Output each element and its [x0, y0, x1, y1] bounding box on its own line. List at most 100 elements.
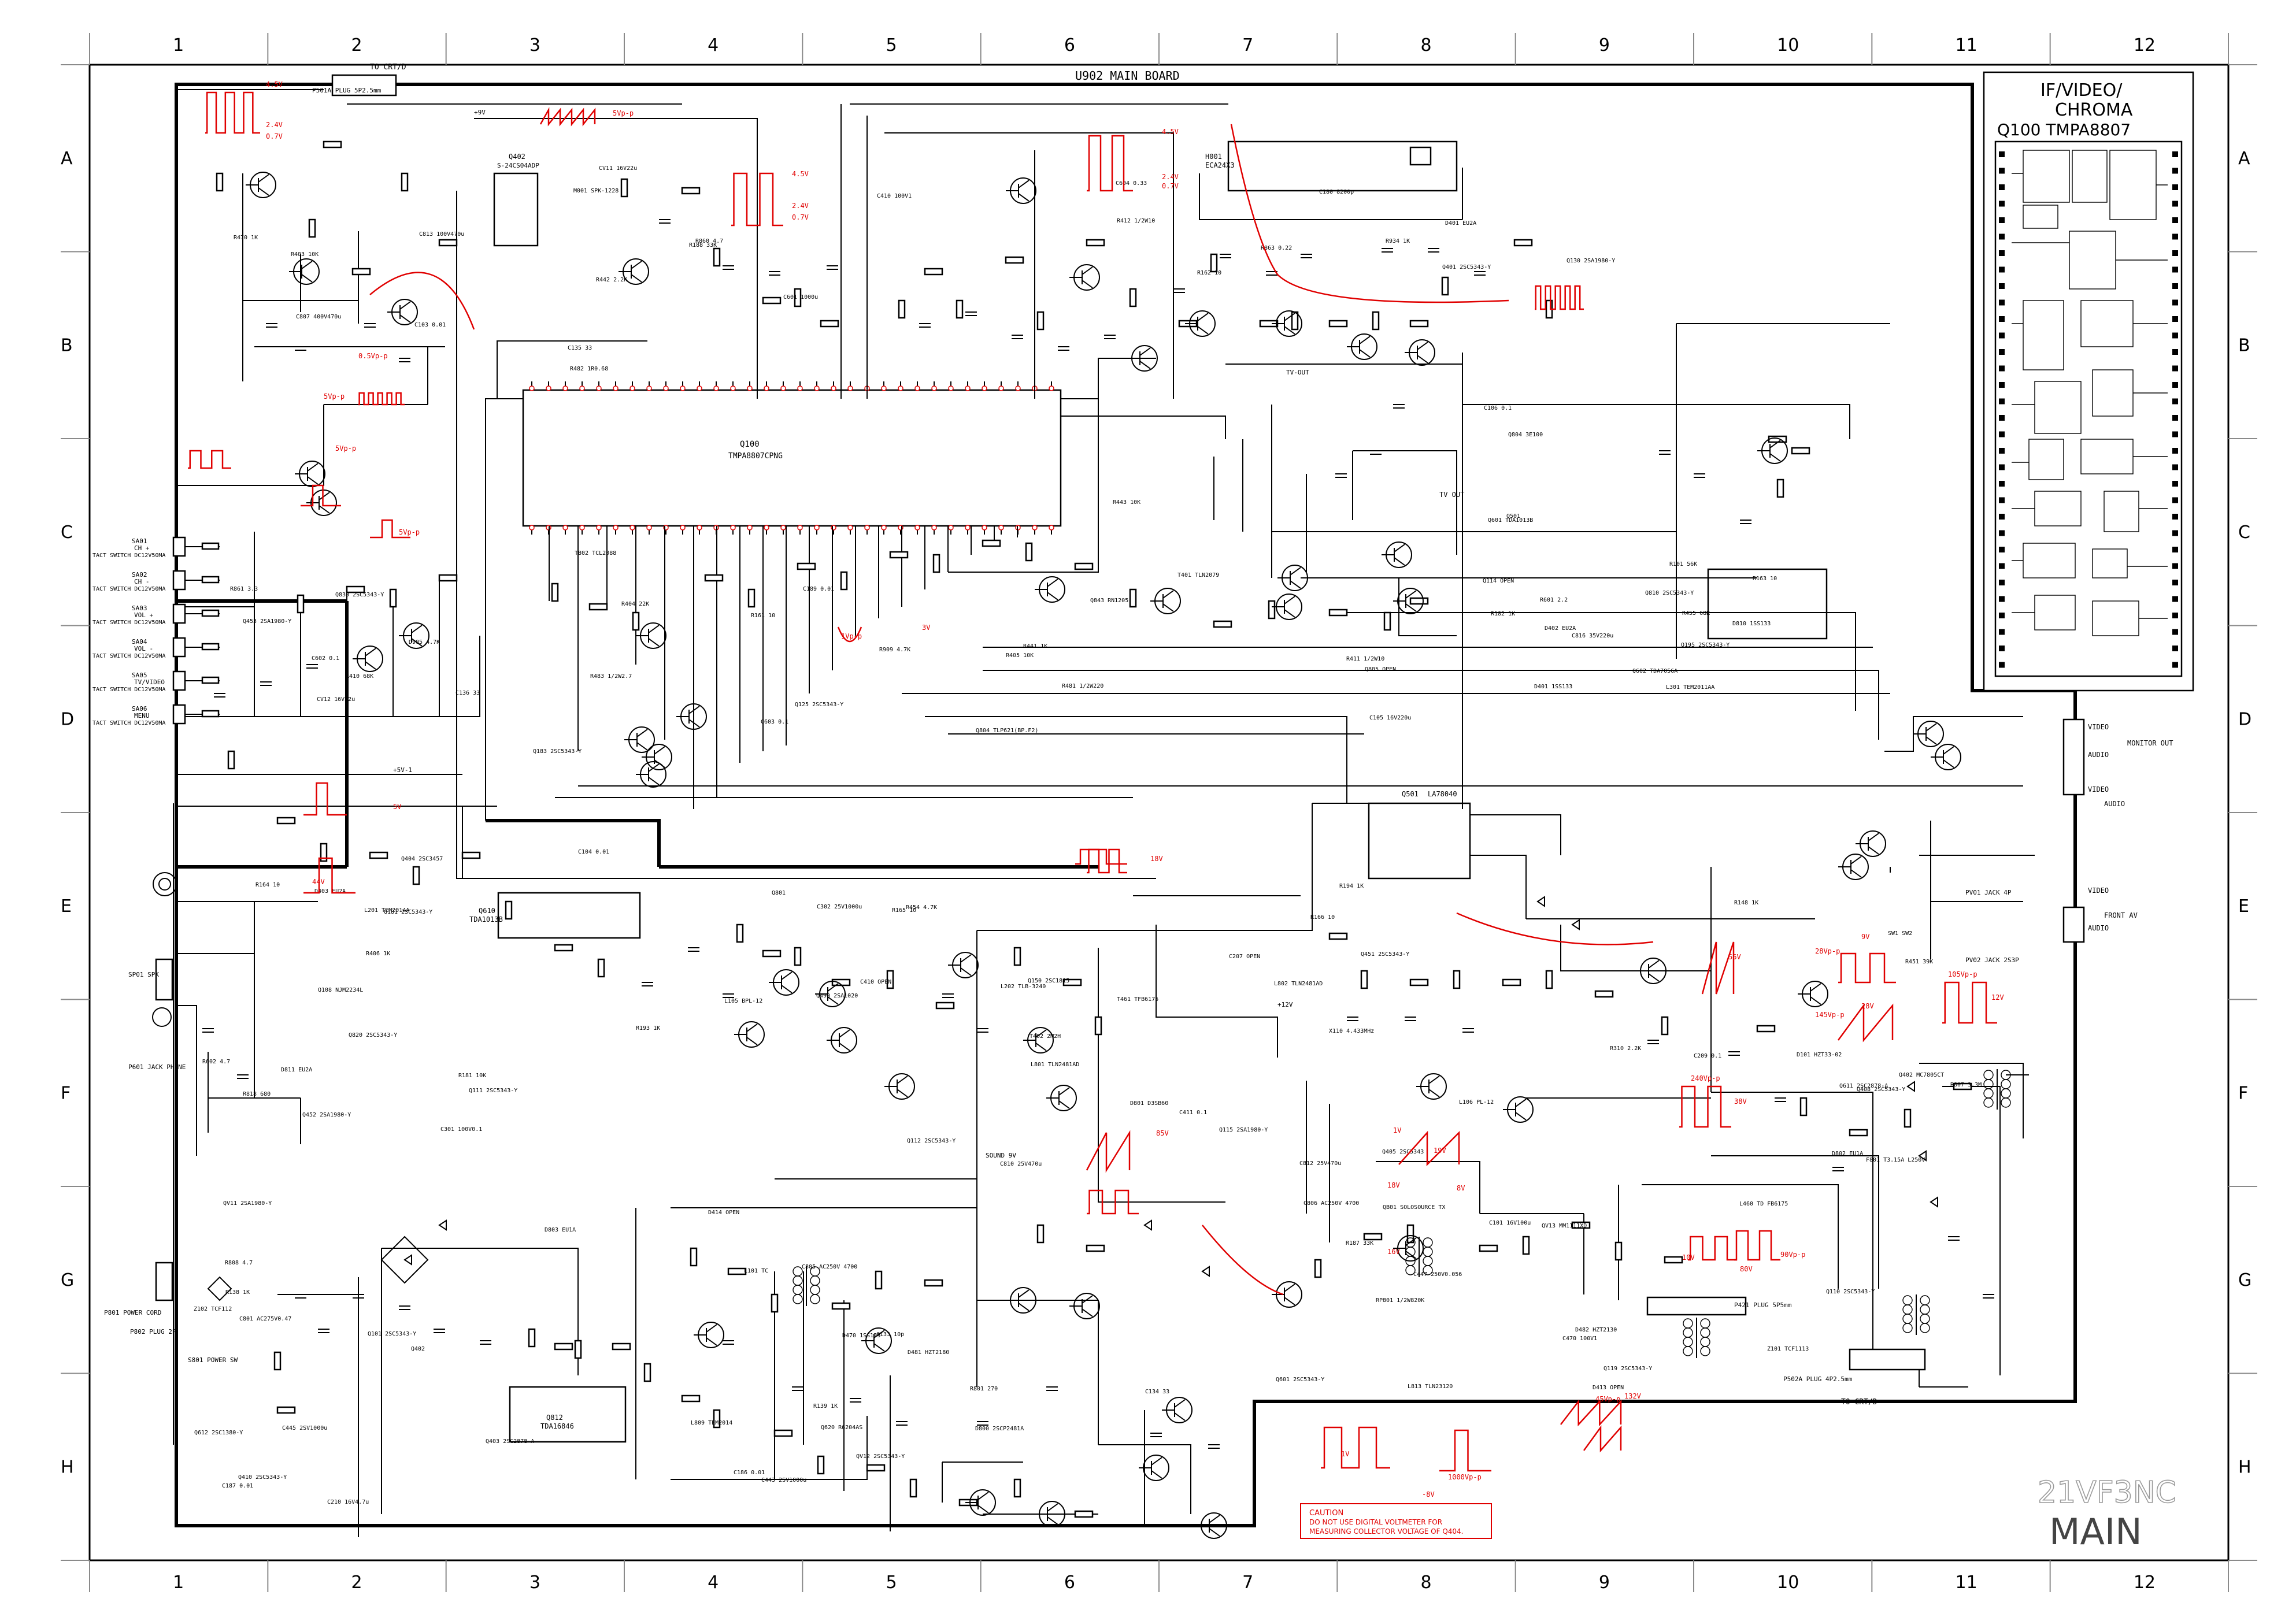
component-reference: Q401 2SC5343-Y [1442, 264, 1491, 270]
inset-ic-label: Q100 TMPA8807 [1997, 120, 2131, 139]
connector-p502-label: P502A PLUG 4P2.5mm [1783, 1375, 1853, 1383]
component-reference: D414 OPEN [708, 1210, 739, 1216]
waveform-trace [1087, 1189, 1139, 1215]
monitor-out-label: MONITOR OUT [2127, 739, 2173, 747]
component-reference: R161 10 [751, 613, 775, 619]
row-label: D [2238, 709, 2251, 729]
component-reference: R860 4.7 [695, 238, 723, 244]
column-label: 10 [1777, 1572, 1799, 1593]
row-label: B [61, 335, 73, 355]
component-reference: R412 1/2W10 [1117, 218, 1155, 224]
component-reference: D803 EU1A [545, 1227, 576, 1233]
column-label: 1 [173, 1572, 184, 1593]
component-reference: Z101 TCF1113 [1767, 1346, 1809, 1352]
waveform-voltage: 10V [1682, 1253, 1695, 1262]
video-in-label: VIDEO [2088, 785, 2109, 793]
component-reference: C302 25V1000u [817, 904, 862, 910]
column-label: 6 [1064, 35, 1075, 55]
component-reference: R101 56K [1669, 561, 1697, 567]
column-label: 3 [529, 35, 540, 55]
component-reference: X110 4.433MHz [1329, 1028, 1374, 1034]
component-reference: C189 0.01 [803, 586, 834, 592]
component-reference: R163 10 [1753, 576, 1777, 582]
component-reference: R470 1K [234, 235, 258, 241]
component-reference: R442 2.2K [596, 277, 627, 283]
column-label: 2 [351, 1572, 362, 1593]
ic-q610-part: TDA1013B [469, 915, 503, 923]
component-reference: Q405 2SC5343 [1382, 1149, 1424, 1155]
component-reference: D413 OPEN [1593, 1385, 1624, 1391]
component-reference: R410 68K [346, 673, 373, 680]
caution-title: CAUTION [1309, 1509, 1343, 1518]
waveform-voltage: -8V [1422, 1490, 1435, 1498]
component-reference: R482 1R0.68 [570, 366, 608, 372]
component-reference: L101 TC [744, 1268, 768, 1274]
component-reference: C210 16V4.7u [327, 1499, 369, 1505]
component-reference: Q601 2SC5343-Y [1276, 1377, 1324, 1383]
column-label: 8 [1421, 1572, 1432, 1593]
waveform-voltage: 3V [922, 624, 930, 632]
switch-id: SA04 [132, 638, 147, 646]
component-reference: L202 TLB-3240 [1001, 984, 1046, 990]
connector-p801-label: P801 POWER CORD [104, 1309, 161, 1316]
switch-id: SA02 [132, 571, 147, 578]
column-label: 5 [886, 1572, 897, 1593]
switch-id: SA03 [132, 604, 147, 612]
switch-function: TV/VIDEO [134, 678, 165, 686]
audio-out-label: AUDIO [2088, 751, 2109, 759]
waveform-voltage: 5Vp-p [324, 392, 345, 400]
component-reference: Q114 OPEN [1483, 578, 1514, 584]
waveform-trace [1679, 1085, 1731, 1128]
component-reference: C411 0.1 [1179, 1110, 1207, 1116]
component-reference: Q611 2SC2878-A [1839, 1083, 1888, 1089]
column-label: 3 [529, 1572, 540, 1593]
column-label: 12 [2134, 35, 2156, 55]
component-reference: R909 4.7K [879, 647, 910, 653]
component-reference: C816 35V220u [1572, 633, 1613, 639]
component-reference: Q801 [772, 890, 786, 896]
component-reference: R601 2.2 [1540, 597, 1568, 603]
component-reference: T402 2M2H [1030, 1033, 1061, 1040]
waveform-voltage: 2.4V [266, 121, 283, 129]
waveform-voltage: 0.7V [1162, 182, 1179, 190]
connector-p501-label: P501A PLUG 5P2.5mm [312, 87, 382, 94]
row-label: D [61, 709, 74, 729]
component-reference: R193 1K [636, 1025, 660, 1032]
component-reference: C445 2SV1000u [282, 1425, 327, 1431]
component-reference: C601 1000u [783, 294, 818, 301]
waveform-voltage: 5Vp-p [335, 444, 356, 452]
component-reference: R165 10 [892, 907, 916, 914]
waveform-trace [1837, 1003, 1894, 1043]
switch-id: SA06 [132, 705, 147, 713]
component-reference: D802 EU1A [1832, 1151, 1863, 1157]
component-reference: R406 1K [366, 951, 390, 957]
component-reference: C207 OPEN [1229, 954, 1260, 960]
component-reference: R138 1K [225, 1289, 250, 1296]
waveform-trace [301, 484, 341, 507]
component-reference: C133 10p [876, 1331, 904, 1338]
ic-q812: Q812 TDA16846 [509, 1386, 627, 1443]
inset-title-2: CHROMA [2055, 100, 2133, 120]
component-reference: L813 TLN23120 [1408, 1383, 1453, 1390]
component-reference: D401 1SS133 [1534, 684, 1572, 690]
waveform-trace [1087, 848, 1127, 874]
component-reference: Q402 [411, 1346, 425, 1352]
component-reference: QV12 2SC5343-Y [856, 1453, 905, 1460]
waveform-trace [1321, 1426, 1390, 1469]
ic-q402-name: Q402 [509, 153, 525, 161]
row-label: A [2238, 149, 2250, 169]
component-reference: R148 1K [1734, 900, 1758, 906]
connector-p502-to-crt: TO CRT/D [1841, 1398, 1877, 1407]
component-reference: Q110 2SC5343-Y [1826, 1289, 1875, 1295]
waveform-trace [1560, 1399, 1622, 1427]
main-board-outline [175, 83, 2077, 1527]
component-reference: Q601 TDA1013B [1488, 517, 1533, 524]
component-reference: C443 2SV1000u [761, 1477, 806, 1483]
tvout-net-label: TV-OUT [1286, 369, 1309, 376]
waveform-voltage: 132V [1624, 1392, 1641, 1400]
column-label: 12 [2134, 1572, 2156, 1593]
row-label: C [61, 522, 73, 543]
waveform-trace [1734, 1230, 1780, 1261]
component-reference: D401 EU2A [1445, 220, 1476, 227]
component-reference: T461 TFB6175 [1117, 996, 1158, 1003]
